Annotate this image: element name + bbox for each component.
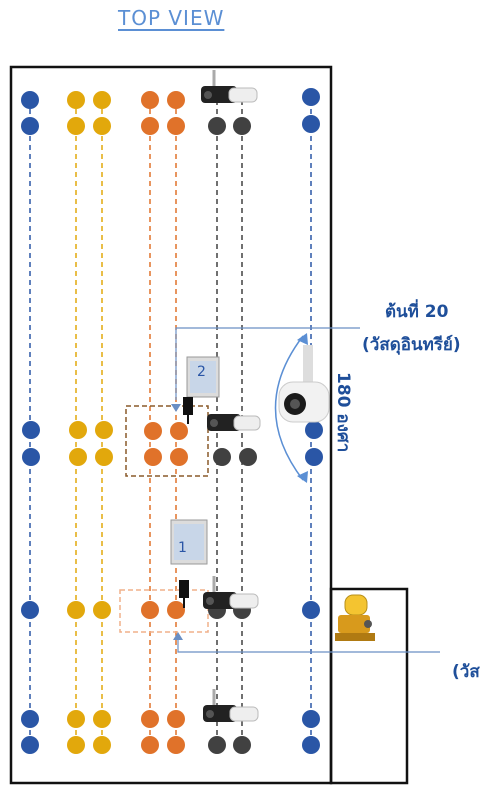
plant-dot <box>93 736 111 754</box>
camera-icon <box>203 576 259 609</box>
partial-label: (วัส <box>452 662 480 682</box>
diagram-title: TOP VIEW <box>118 6 225 30</box>
plant-dot <box>167 601 185 619</box>
plant-dot <box>21 91 39 109</box>
leader-line-bottom <box>177 640 440 653</box>
plant-dot <box>239 448 257 466</box>
plant-dot <box>213 448 231 466</box>
plant-dot <box>67 710 85 728</box>
plant-dot <box>233 117 251 135</box>
plant-group-box-1 <box>119 589 209 633</box>
plant-dot <box>69 448 87 466</box>
rotation-arc <box>274 335 304 481</box>
sensor-icon <box>179 580 189 608</box>
plant-dot <box>233 736 251 754</box>
plant-dot <box>305 448 323 466</box>
plant-dot <box>167 736 185 754</box>
plant-dot <box>170 422 188 440</box>
plant-dot <box>21 710 39 728</box>
arrow-icon <box>297 471 308 483</box>
water-pump-icon <box>335 594 375 641</box>
plant-dot <box>93 91 111 109</box>
plant-dot <box>22 448 40 466</box>
plant-dot <box>141 601 159 619</box>
plant-label-line2: (วัสดุอินทรีย์) <box>362 335 461 355</box>
plant-dot <box>302 736 320 754</box>
plant-dot <box>305 421 323 439</box>
plant-dot <box>93 117 111 135</box>
camera-icon <box>203 689 259 722</box>
plant-dot <box>167 117 185 135</box>
plant-dot <box>302 710 320 728</box>
plant-dot <box>95 421 113 439</box>
plant-dot <box>22 421 40 439</box>
plant-dots <box>21 88 323 754</box>
plant-dot <box>93 710 111 728</box>
plant-dot <box>21 736 39 754</box>
plant-group-box-2 <box>125 405 209 477</box>
leader-line-top <box>175 327 360 400</box>
plant-dot <box>170 448 188 466</box>
camera-icon <box>207 414 261 431</box>
plant-dot <box>208 117 226 135</box>
plant-dot <box>141 91 159 109</box>
sensor-icon <box>183 397 193 424</box>
plant-dot <box>95 448 113 466</box>
plant-dot <box>144 422 162 440</box>
plant-dot <box>93 601 111 619</box>
field-boundary <box>9 65 333 785</box>
plant-dot <box>67 91 85 109</box>
enclosure-label-1: 1 <box>178 540 187 556</box>
rotating-camera-icon <box>278 345 330 423</box>
plant-dot <box>302 115 320 133</box>
camera-icon <box>201 70 258 103</box>
plant-dot <box>67 601 85 619</box>
plant-dot <box>141 736 159 754</box>
pump-house-boundary <box>329 587 409 785</box>
plant-dot <box>67 736 85 754</box>
plant-dot <box>167 710 185 728</box>
plant-dot <box>141 710 159 728</box>
control-box-icon <box>170 519 208 565</box>
plant-dot <box>167 91 185 109</box>
plant-dot <box>208 736 226 754</box>
enclosure-label-2: 2 <box>197 364 206 380</box>
plant-dot <box>302 601 320 619</box>
plant-dot <box>141 117 159 135</box>
plant-label-line1: ต้นที่ 20 <box>385 302 449 322</box>
plant-dot <box>21 117 39 135</box>
rotation-label: 180 องศา <box>333 372 353 453</box>
plant-dot <box>67 117 85 135</box>
plant-dot <box>144 448 162 466</box>
arrow-icon <box>173 632 183 640</box>
plant-dot <box>21 601 39 619</box>
plant-dot <box>302 88 320 106</box>
arrow-icon <box>297 333 308 345</box>
arrow-icon <box>171 404 181 412</box>
control-box-icon <box>186 356 220 398</box>
plant-dot <box>69 421 87 439</box>
